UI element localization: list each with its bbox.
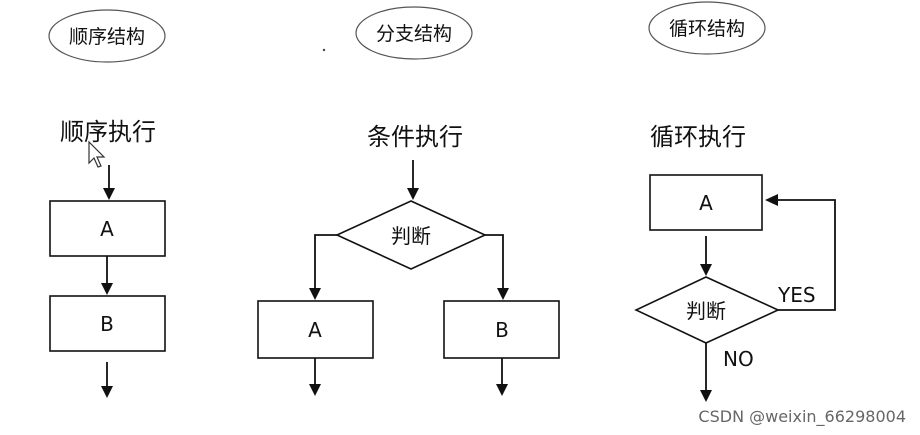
sequence-box-b-label: B xyxy=(100,312,114,336)
branch-right-line xyxy=(485,234,504,288)
branch-box-a-label: A xyxy=(308,318,322,342)
branch-right-arrowhead xyxy=(497,288,509,300)
loop-decision-label: 判断 xyxy=(686,299,726,323)
branch-badge-label: 分支结构 xyxy=(376,23,452,45)
loop-badge: 循环结构 xyxy=(648,1,766,55)
loop-box-a-label: A xyxy=(699,191,713,215)
branch-arrowhead-in xyxy=(407,188,419,200)
branch-right-out-arrowhead xyxy=(496,384,508,396)
stray-dot xyxy=(322,48,326,52)
sequence-arrowhead-2 xyxy=(101,283,113,295)
loop-arrowhead-out xyxy=(700,390,712,402)
loop-back-line xyxy=(777,199,836,311)
branch-left-out-arrowhead xyxy=(309,384,321,396)
branch-badge: 分支结构 xyxy=(355,6,473,60)
sequence-badge-label: 顺序结构 xyxy=(69,26,145,48)
sequence-arrowhead-1 xyxy=(103,188,115,200)
loop-badge-label: 循环结构 xyxy=(669,18,745,40)
loop-arrowhead-down xyxy=(700,264,712,276)
branch-left-arrowhead xyxy=(309,288,321,300)
branch-title: 条件执行 xyxy=(367,123,463,151)
branch-box-b-label: B xyxy=(495,318,509,342)
branch-left-line xyxy=(314,234,337,288)
sequence-box-a xyxy=(49,200,166,257)
branch-decision xyxy=(335,200,487,270)
sequence-title: 顺序执行 xyxy=(60,118,156,146)
mouse-pointer-icon xyxy=(88,140,106,168)
branch-decision-label: 判断 xyxy=(391,224,431,248)
loop-back-arrowhead xyxy=(765,194,778,206)
loop-box-a xyxy=(649,174,763,231)
sequence-box-a-label: A xyxy=(100,217,114,241)
sequence-box-b xyxy=(49,295,166,352)
loop-title: 循环执行 xyxy=(650,123,746,151)
loop-yes-label: YES xyxy=(777,283,816,307)
loop-no-label: NO xyxy=(723,347,754,371)
sequence-arrowhead-3 xyxy=(101,386,113,398)
sequence-badge: 顺序结构 xyxy=(48,9,166,63)
watermark: CSDN @weixin_66298004 xyxy=(698,407,906,427)
branch-box-b xyxy=(443,300,560,359)
